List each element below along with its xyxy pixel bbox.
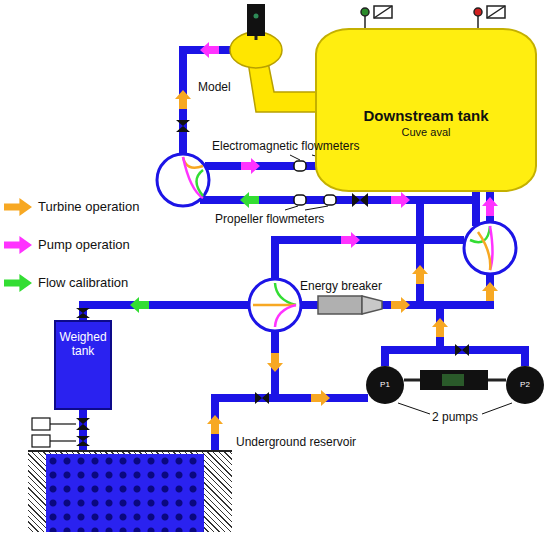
node-text: Underground reservoir [236, 435, 356, 449]
node-text: Weighed tank [58, 330, 108, 358]
flow-arrow [391, 192, 410, 208]
part-label: Energy breaker [300, 279, 382, 293]
flow-arrow [412, 265, 428, 284]
flow-arrow [175, 90, 191, 109]
flow-arrow [240, 192, 259, 208]
flow-arrow [341, 232, 360, 248]
legend-text: Turbine operation [38, 199, 139, 215]
pump-symbol: P1 [366, 366, 404, 404]
flow-arrow [391, 297, 410, 313]
underground-reservoir: Underground reservoir [28, 450, 232, 532]
node-text: Downstream tank [363, 107, 488, 125]
node-text: P2 [520, 380, 530, 390]
node-text: P1 [380, 380, 390, 390]
flow-arrow [482, 282, 498, 301]
part-label: Model [198, 80, 231, 94]
legend-text: Pump operation [38, 237, 130, 253]
legend-text: Flow calibration [38, 275, 128, 291]
flow-arrow [207, 415, 223, 434]
pump-symbol: P2 [506, 366, 544, 404]
downstream-tank: Downstream tankCuve aval [315, 28, 537, 192]
node-text: Cuve aval [402, 125, 451, 139]
part-label: 2 pumps [432, 410, 478, 424]
legend-swatch [4, 274, 32, 292]
legend-swatch [4, 198, 32, 216]
flow-arrow [267, 353, 283, 372]
flow-arrow [241, 158, 260, 174]
flow-arrow [130, 297, 149, 313]
weighed-tank: Weighed tank [54, 320, 112, 410]
flow-arrow [200, 42, 219, 58]
part-label: Propeller flowmeters [215, 212, 324, 226]
part-label: Electromagnetic flowmeters [212, 139, 359, 153]
flow-arrow [482, 197, 498, 216]
legend-swatch [4, 236, 32, 254]
flow-arrow [311, 390, 330, 406]
flow-arrow [432, 318, 448, 337]
water-fill [46, 454, 204, 532]
